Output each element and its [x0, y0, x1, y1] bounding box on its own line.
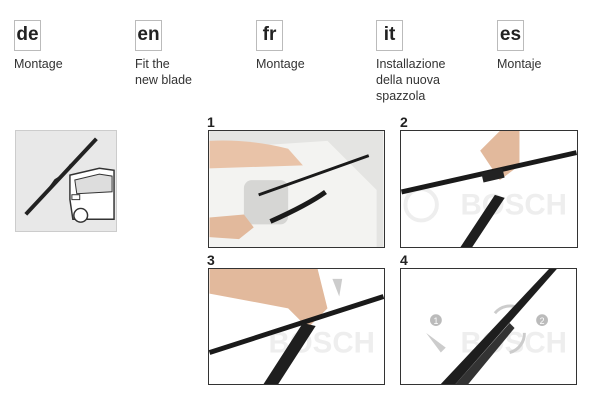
lang-label: Montage [256, 57, 305, 71]
step-number: 2 [400, 114, 408, 130]
arrow-down-icon [332, 278, 343, 297]
step-3-image: BOSCH [208, 268, 385, 385]
lang-label: Montaje [497, 57, 542, 71]
step-1-image [208, 130, 385, 248]
step-4-image: BOSCH 1 2 [400, 268, 577, 385]
lang-label: Installazione della nuova spazzola [376, 57, 446, 103]
rear-wiper-car-icon [15, 130, 117, 232]
marker-2: 2 [540, 316, 545, 326]
marker-1: 1 [433, 316, 438, 326]
lang-code: es [497, 20, 524, 51]
lang-code: fr [256, 20, 283, 51]
step-number: 3 [207, 252, 215, 268]
step-2-image: BOSCH [400, 130, 578, 248]
step-number: 1 [207, 114, 215, 130]
lang-code: de [14, 20, 41, 51]
step-number: 4 [400, 252, 408, 268]
bosch-watermark: BOSCH [460, 189, 566, 222]
lang-label: Fit the new blade [135, 57, 192, 87]
lang-code: it [376, 20, 403, 51]
lang-label: Montage [14, 57, 63, 71]
arrow-icon [426, 332, 446, 353]
lang-code: en [135, 20, 162, 51]
